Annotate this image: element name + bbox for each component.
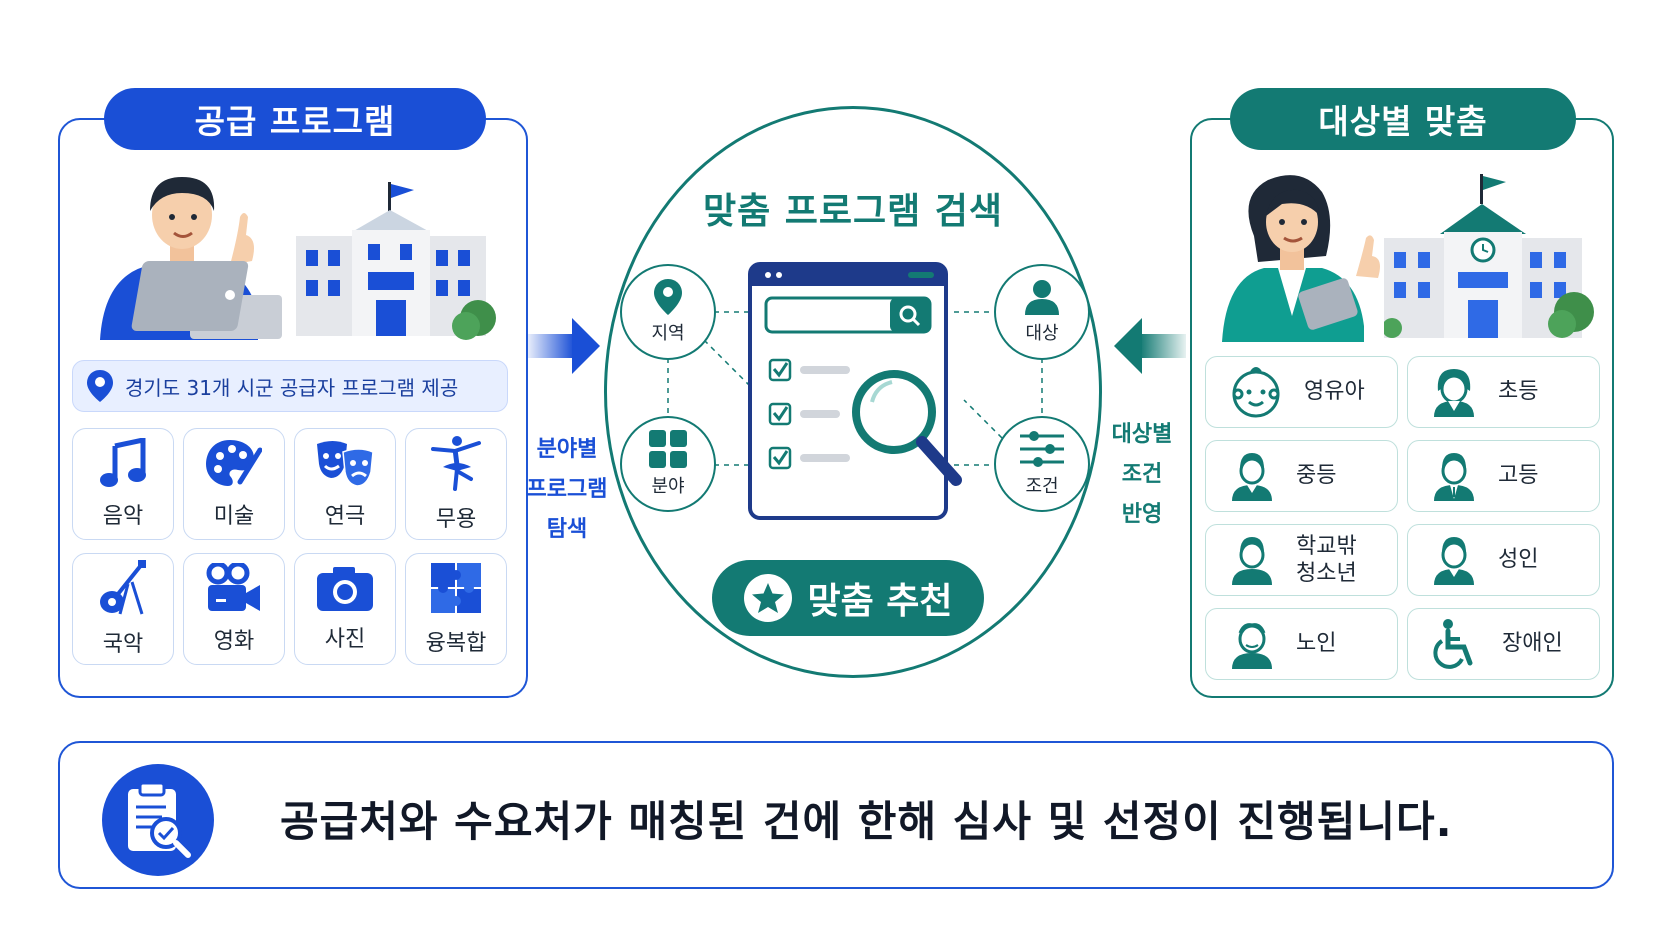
grid-icon xyxy=(649,430,687,468)
gayageum-icon xyxy=(100,560,146,615)
provider-note-text: 경기도 31개 시군 공급자 프로그램 제공 xyxy=(125,375,459,400)
field-photo[interactable]: 사진 xyxy=(294,553,396,665)
puzzle-icon xyxy=(431,563,481,613)
field-art[interactable]: 미술 xyxy=(183,428,285,540)
target-senior[interactable]: 노인 xyxy=(1205,608,1398,680)
target-label: 성인 xyxy=(1498,547,1539,573)
supply-program-title: 공급 프로그램 xyxy=(104,88,486,150)
target-label: 고등 xyxy=(1498,463,1539,489)
field-theater[interactable]: 연극 xyxy=(294,428,396,540)
target-condition-caption: 대상별 조건 반영 xyxy=(1111,422,1173,527)
node-target[interactable]: 대상 xyxy=(994,264,1090,360)
field-music[interactable]: 음악 xyxy=(72,428,174,540)
target-middle[interactable]: 중등 xyxy=(1205,440,1398,512)
arrow-to-center-left xyxy=(528,318,600,374)
baby-icon xyxy=(1232,367,1280,418)
search-title: 맞춤 프로그램 검색 xyxy=(702,191,1004,232)
target-label: 장애인 xyxy=(1502,631,1563,657)
node-target-label: 대상 xyxy=(1025,323,1059,344)
target-disabled[interactable]: 장애인 xyxy=(1407,608,1600,680)
location-pin-icon xyxy=(654,279,682,315)
recommend-button[interactable]: 맞춤 추천 xyxy=(712,560,984,636)
adult-icon xyxy=(1434,537,1474,585)
field-korean-music[interactable]: 국악 xyxy=(72,553,174,665)
middle-student-icon xyxy=(1232,453,1272,501)
target-infant[interactable]: 영유아 xyxy=(1205,356,1398,428)
high-student-icon xyxy=(1434,453,1474,501)
field-label: 국악 xyxy=(102,632,144,657)
field-search-caption: 분야별 프로그램 탐색 xyxy=(526,437,608,542)
location-pin-icon xyxy=(87,370,113,402)
target-high[interactable]: 고등 xyxy=(1407,440,1600,512)
field-label: 음악 xyxy=(102,504,144,529)
field-convergence[interactable]: 융복합 xyxy=(405,553,507,665)
arrow-to-center-right xyxy=(1114,318,1186,374)
teacher-person-illustration xyxy=(1222,175,1380,342)
sliders-icon xyxy=(1020,431,1064,467)
senior-icon xyxy=(1232,623,1272,669)
field-label: 미술 xyxy=(213,504,255,529)
node-region[interactable]: 지역 xyxy=(620,264,716,360)
node-condition[interactable]: 조건 xyxy=(994,416,1090,512)
node-connectors xyxy=(667,311,1043,466)
target-label: 영유아 xyxy=(1304,379,1365,405)
node-condition-label: 조건 xyxy=(1025,476,1059,497)
star-icon xyxy=(744,574,793,622)
dancer-icon xyxy=(431,436,481,491)
movie-camera-icon xyxy=(206,563,260,611)
field-grid: 음악 미술 연극 무용 xyxy=(72,428,508,665)
field-film[interactable]: 영화 xyxy=(183,553,285,665)
palette-icon xyxy=(206,440,262,486)
theater-masks-icon xyxy=(317,441,374,487)
target-out-of-school-youth[interactable]: 학교밖 청소년 xyxy=(1205,524,1398,596)
field-label: 영화 xyxy=(213,629,255,654)
camera-icon xyxy=(317,567,373,611)
target-adult[interactable]: 성인 xyxy=(1407,524,1600,596)
field-dance[interactable]: 무용 xyxy=(405,428,507,540)
target-label: 초등 xyxy=(1498,379,1539,405)
node-region-label: 지역 xyxy=(651,323,685,344)
review-notice-box xyxy=(58,741,1614,889)
target-label: 학교밖 청소년 xyxy=(1296,533,1357,587)
field-label: 무용 xyxy=(435,507,477,532)
target-grid: 영유아 초등 중등 고등 xyxy=(1205,356,1600,680)
target-label: 노인 xyxy=(1296,631,1337,657)
search-window-illustration xyxy=(748,262,962,520)
recommend-label: 맞춤 추천 xyxy=(807,581,953,622)
review-notice-text: 공급처와 수요처가 매칭된 건에 한해 심사 및 선정이 진행됩니다. xyxy=(280,797,1453,846)
node-field-label: 분야 xyxy=(651,476,685,497)
provider-person-illustration xyxy=(100,177,282,340)
music-note-icon xyxy=(100,438,146,487)
node-field[interactable]: 분야 xyxy=(620,416,716,512)
wheelchair-icon xyxy=(1433,619,1473,669)
field-label: 연극 xyxy=(324,504,366,529)
provider-building-illustration xyxy=(296,182,496,340)
target-panel-title: 대상별 맞춤 xyxy=(1230,88,1576,150)
school-building-illustration xyxy=(1384,174,1594,338)
field-label: 융복합 xyxy=(425,631,487,656)
field-label: 사진 xyxy=(324,627,366,652)
elementary-student-icon xyxy=(1434,369,1474,417)
review-clipboard-icon xyxy=(102,764,214,876)
target-elementary[interactable]: 초등 xyxy=(1407,356,1600,428)
provider-note-bar: 경기도 31개 시군 공급자 프로그램 제공 xyxy=(72,360,508,412)
out-of-school-youth-icon xyxy=(1232,537,1272,585)
person-icon xyxy=(1025,280,1059,315)
target-label: 중등 xyxy=(1296,463,1337,489)
